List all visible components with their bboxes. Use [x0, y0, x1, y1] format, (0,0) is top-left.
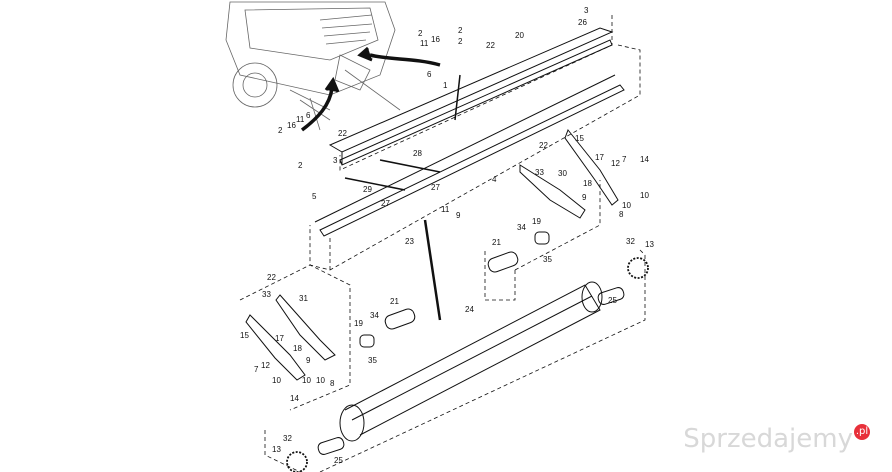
callout: 35	[543, 255, 552, 264]
callout: 31	[299, 294, 308, 303]
callout: 1	[443, 81, 448, 90]
callout: 33	[535, 168, 544, 177]
callout: 15	[575, 134, 584, 143]
callout-labels: 2 16 11 2 2 22 6 20 3 26 1 2 16 11 6 22 …	[240, 6, 654, 465]
callout: 27	[431, 183, 440, 192]
callout: 19	[532, 217, 541, 226]
bracket-31	[275, 294, 336, 361]
callout: 17	[595, 153, 604, 162]
callout: 29	[363, 185, 372, 194]
callout: 4	[492, 175, 497, 184]
callout: 6	[427, 70, 432, 79]
callout: 18	[293, 344, 302, 353]
callout: 32	[283, 434, 292, 443]
shaft-25-right	[597, 287, 625, 305]
bracket-17	[245, 314, 306, 381]
callout: 7	[254, 365, 259, 374]
callout: 2	[458, 26, 463, 35]
callout: 26	[578, 18, 587, 27]
callout: 35	[368, 356, 377, 365]
callout: 14	[290, 394, 299, 403]
callout: 8	[330, 379, 335, 388]
shaft-25-left	[317, 437, 345, 455]
callout: 11	[441, 205, 450, 214]
callout: 21	[390, 297, 399, 306]
callout: 27	[381, 199, 390, 208]
watermark-badge: .pl	[854, 424, 870, 440]
callout: 16	[431, 35, 440, 44]
callout: 22	[539, 141, 548, 150]
callout: 10	[272, 376, 281, 385]
callout: 2	[298, 161, 303, 170]
callout: 14	[640, 155, 649, 164]
callout: 23	[405, 237, 414, 246]
callout: 12	[261, 361, 270, 370]
callout: 34	[370, 311, 379, 320]
callout: 33	[262, 290, 271, 299]
sprocket-32-left	[286, 451, 308, 472]
top-bar-20	[328, 27, 614, 153]
callout: 10	[316, 376, 325, 385]
callout: 3	[333, 156, 338, 165]
rod-29	[344, 177, 406, 191]
callout: 25	[334, 456, 343, 465]
callout: 6	[306, 111, 311, 120]
callout: 34	[517, 223, 526, 232]
callout: 8	[619, 210, 624, 219]
middle-bar	[319, 84, 625, 237]
callout: 32	[626, 237, 635, 246]
callout: 22	[338, 129, 347, 138]
bushing-21-right	[487, 251, 519, 273]
callout: 5	[312, 192, 317, 201]
callout: 22	[267, 273, 276, 282]
callout: 10	[302, 376, 311, 385]
arrow-up	[300, 87, 334, 132]
callout: 19	[354, 319, 363, 328]
watermark: Sprzedajemy.pl	[683, 424, 870, 454]
callout: 2	[278, 126, 283, 135]
callout: 13	[272, 445, 281, 454]
bracket-15-17	[564, 129, 619, 206]
callout: 11	[296, 115, 305, 124]
baler-machine-sketch	[225, 1, 401, 131]
rod-1	[454, 74, 461, 121]
bushing-19-right	[534, 231, 550, 245]
callout: 10	[640, 191, 649, 200]
callout: 7	[622, 155, 627, 164]
callout: 24	[465, 305, 474, 314]
callout: 11	[420, 39, 429, 48]
callout: 13	[645, 240, 654, 249]
callout: 28	[413, 149, 422, 158]
bushing-21-left	[384, 308, 416, 330]
callout: 12	[611, 159, 620, 168]
bushing-19-left	[359, 334, 375, 348]
rod-28	[379, 159, 441, 173]
callout: 9	[456, 211, 461, 220]
arrow-right	[369, 53, 441, 67]
callout: 15	[240, 331, 249, 340]
callout: 16	[287, 121, 296, 130]
callout: 22	[486, 41, 495, 50]
callout: 3	[584, 6, 589, 15]
callout: 2	[418, 29, 423, 38]
roller-24	[339, 281, 603, 442]
callout: 30	[558, 169, 567, 178]
callout: 21	[492, 238, 501, 247]
callout: 9	[306, 356, 311, 365]
callout: 17	[275, 334, 284, 343]
callout: 18	[583, 179, 592, 188]
sprocket-32-right	[627, 257, 649, 279]
callout: 20	[515, 31, 524, 40]
bracket-30	[519, 164, 586, 219]
watermark-text: Sprzedajemy	[683, 424, 853, 454]
callout: 9	[582, 193, 587, 202]
callout: 25	[608, 296, 617, 305]
spring-23	[423, 219, 442, 321]
callout: 10	[622, 201, 631, 210]
callout: 2	[458, 37, 463, 46]
